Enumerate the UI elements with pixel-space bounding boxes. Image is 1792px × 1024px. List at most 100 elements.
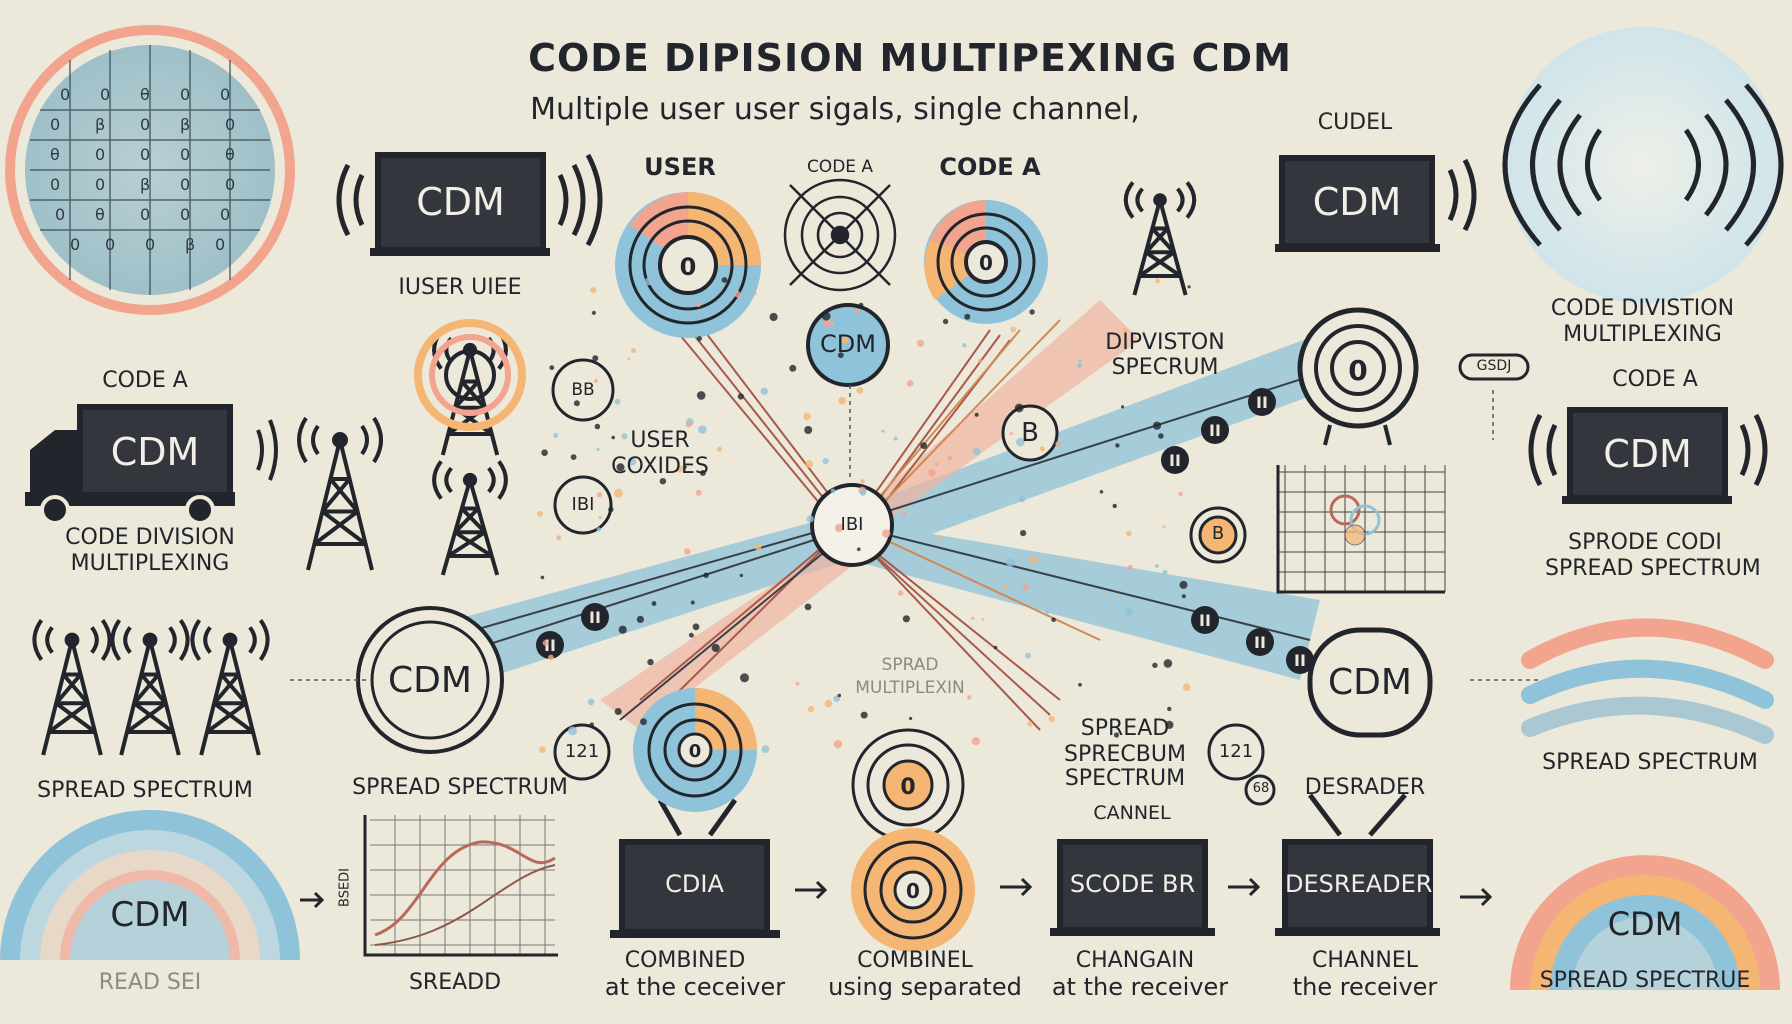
- caption-1-line2: at the ceceiver: [604, 973, 786, 1001]
- tower-icon: [1123, 181, 1197, 296]
- caption-2-line1: COMBINEL: [857, 948, 973, 973]
- bottom-dial-outline: 0: [851, 728, 965, 842]
- left-orange-target: [414, 319, 526, 431]
- right-arc-caption: SPREAD SPECTRUE: [1539, 968, 1751, 993]
- tower-icon: [297, 416, 383, 571]
- badge-b: B: [1021, 418, 1039, 448]
- spread-chart: [363, 815, 558, 957]
- user-dial: 0: [615, 192, 761, 338]
- left-code-label: CODE A: [102, 368, 188, 393]
- right-code-a-monitor-text: CDM: [1603, 432, 1692, 476]
- svg-text:0: 0: [95, 145, 105, 164]
- bottom-dial-blue: 0: [633, 688, 757, 812]
- beam-dot: II: [1201, 416, 1229, 444]
- svg-text:0: 0: [140, 145, 150, 164]
- bottom-tv-3-text: DESREADER: [1285, 870, 1433, 898]
- svg-text:0: 0: [50, 115, 60, 134]
- right-cdm-box: [1307, 627, 1433, 738]
- left-spread-spectrum: SPREAD SPECTRUM: [37, 778, 253, 803]
- tower-caption-line2: MULTIPLEXING: [1563, 322, 1722, 347]
- badge-ibi: IBI: [571, 494, 595, 515]
- right-bottom-arcs: [1500, 855, 1792, 1024]
- svg-text:0: 0: [180, 145, 190, 164]
- page-title: CODE DIPISION MULTIPEXING CDM: [528, 36, 1292, 80]
- center-watermark-line1: SPRAD: [881, 655, 939, 675]
- right-code-a-monitor: [1528, 407, 1768, 504]
- top-left-monitor-text: CDM: [416, 180, 505, 224]
- svg-text:0: 0: [180, 175, 190, 194]
- chart-ylabel: BSEDI: [337, 868, 353, 907]
- badge-bb: BB: [571, 380, 595, 400]
- beam-dot: II: [581, 603, 609, 631]
- division-spectrum-line1: DIPVISTON: [1105, 330, 1225, 355]
- beam-dot-label: II: [1209, 421, 1221, 440]
- beam-dot-label: II: [1254, 633, 1266, 652]
- sprode-line2: SPREAD SPECTRUM: [1545, 556, 1761, 581]
- svg-text:β: β: [180, 115, 190, 134]
- left-code-division-line2: MULTIPLEXING: [70, 551, 230, 576]
- caption-3-line1: CHANGAIN: [1075, 948, 1195, 973]
- svg-text:0: 0: [225, 115, 235, 134]
- dashed-connectors: [290, 385, 1540, 681]
- beam-dot: II: [536, 631, 564, 659]
- svg-text:0: 0: [180, 85, 190, 104]
- badge-121-left: 121: [564, 741, 600, 762]
- spread-right-line1: SPREAD: [1080, 716, 1170, 741]
- svg-text:0: 0: [95, 175, 105, 194]
- svg-text:β: β: [95, 115, 105, 134]
- user-label: USER: [644, 153, 716, 181]
- right-code-a-label: CODE A: [1612, 367, 1698, 392]
- signal-lines: [439, 319, 1331, 731]
- tower-icon: [432, 460, 508, 576]
- right-tower-circle: [1502, 27, 1784, 303]
- cudel-label: CUDEL: [1317, 110, 1393, 135]
- svg-text:0: 0: [906, 879, 920, 903]
- svg-text:0: 0: [979, 251, 993, 275]
- cdm-bubble-text: CDM: [820, 330, 876, 358]
- svg-text:θ: θ: [140, 85, 150, 104]
- sprode-line1: SPRODE CODI: [1568, 530, 1722, 555]
- beam-dot-label: II: [1256, 393, 1268, 412]
- beam-dot-label: II: [1294, 651, 1306, 670]
- svg-text:θ: θ: [225, 145, 235, 164]
- left-arc-text: CDM: [110, 895, 190, 935]
- caption-1-line1: COMBINED: [624, 948, 746, 973]
- hub-text: IBI: [840, 514, 864, 535]
- svg-text:0: 0: [50, 175, 60, 194]
- svg-text:β: β: [185, 235, 195, 254]
- tag-gsdj: GSDJ: [1476, 358, 1512, 374]
- beam-dot-label: II: [1169, 451, 1181, 470]
- caption-2-line2: using separated: [828, 973, 1022, 1001]
- bottom-tv-1-text: CDIA: [665, 870, 724, 898]
- svg-text:0: 0: [100, 85, 110, 104]
- beam-dot: II: [1248, 388, 1276, 416]
- center-watermark-line2: MULTIPLEXIN: [855, 678, 965, 698]
- desrader-label: DESRADER: [1304, 775, 1426, 800]
- svg-text:0: 0: [215, 235, 225, 254]
- radio-towers: [32, 154, 1683, 756]
- code-a-small-label: CODE A: [806, 157, 874, 177]
- svg-text:β: β: [140, 175, 150, 194]
- spread-right-line2: SPRECBUM: [1064, 742, 1186, 767]
- user-codes-line1: USER: [630, 428, 690, 453]
- beam-dot: II: [1246, 628, 1274, 656]
- svg-text:0: 0: [220, 205, 230, 224]
- code-a-big-label: CODE A: [939, 153, 1041, 181]
- top-right-monitor-text: CDM: [1312, 180, 1402, 224]
- beam-dot-label: II: [1199, 611, 1211, 630]
- tower-caption-line1: CODE DIVISTION: [1550, 296, 1735, 321]
- badges: [551, 353, 1530, 806]
- left-bottom-arcs: [0, 810, 310, 1024]
- beam-dot-label: II: [589, 608, 601, 627]
- right-arc-text: CDM: [1607, 905, 1683, 943]
- right-spectrum-waves: [1521, 618, 1774, 744]
- svg-text:0: 0: [55, 205, 65, 224]
- division-spectrum-line2: SPECRUM: [1111, 355, 1219, 380]
- caption-4-line1: CHANNEL: [1311, 948, 1419, 973]
- beam-dot: II: [1191, 606, 1219, 634]
- svg-text:θ: θ: [95, 205, 105, 224]
- bottom-tv-2: [1050, 839, 1215, 936]
- truck-screen-text: CDM: [110, 430, 200, 474]
